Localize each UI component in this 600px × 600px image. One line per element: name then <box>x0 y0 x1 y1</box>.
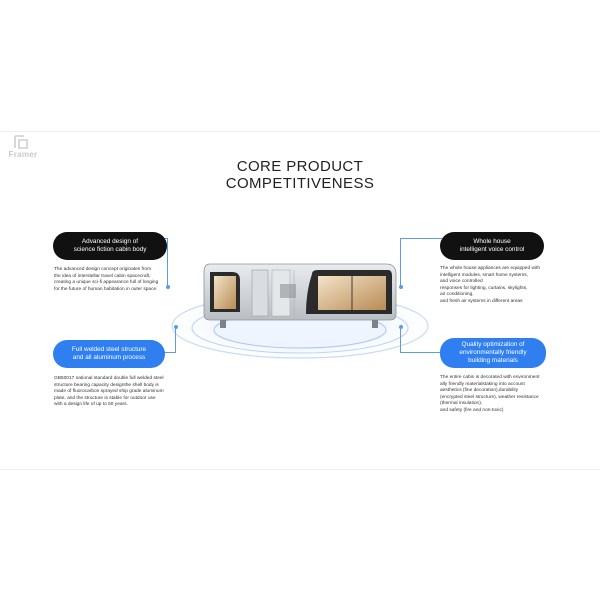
feature-pill-label: intelligent voice control <box>459 246 525 253</box>
brand-name: Framer <box>8 150 38 159</box>
title-line-2: COMPETITIVENESS <box>225 175 375 192</box>
cabin-vent <box>280 284 296 298</box>
feature-pill-label: Advanced design of <box>81 238 139 245</box>
connector-bottom-left-dot <box>174 325 178 329</box>
connector-top-right-dot <box>399 285 403 289</box>
cabin-door <box>251 269 269 317</box>
feature-pill-welded-structure: Full welded steel structure and all alum… <box>53 340 165 368</box>
page-title: CORE PRODUCT COMPETITIVENESS <box>150 158 450 192</box>
feature-pill-label: Quality optimization of <box>461 341 525 348</box>
cabin-leg-right <box>372 320 378 328</box>
connector-bottom-right-dot <box>399 325 403 329</box>
feature-pill-label: environmentally friendly <box>459 349 527 356</box>
feature-desc-voice-control: The whole house appliances are equipped … <box>440 266 541 304</box>
feature-desc-welded-structure: GB50017 national standard double full we… <box>54 376 164 407</box>
connector-top-right-v <box>400 238 401 286</box>
feature-desc-scifi-design: The advanced design concept originates f… <box>54 267 159 292</box>
cabin-illustration <box>160 263 440 364</box>
feature-pill-eco-materials: Quality optimization of environmentally … <box>440 338 546 368</box>
feature-pill-voice-control: Whole house intelligent voice control <box>440 232 544 260</box>
feature-pill-label: Full welded steel structure <box>71 346 147 353</box>
connector-top-left-dot <box>166 285 170 289</box>
connector-bottom-left-v <box>175 327 176 353</box>
connector-bottom-right-h <box>400 352 442 353</box>
connector-bottom-right-v <box>400 327 401 353</box>
product-slide: Framer CORE PRODUCT COMPETITIVENESS <box>0 131 600 470</box>
feature-desc-eco-materials: The entire cabin is decorated with envir… <box>440 375 540 413</box>
feature-pill-label: building materials <box>468 357 518 364</box>
feature-pill-scifi-design: Advanced design of science fiction cabin… <box>53 232 167 260</box>
title-line-1: CORE PRODUCT <box>236 158 364 175</box>
cabin-leg-left <box>220 320 226 328</box>
connector-top-right-h <box>400 238 442 239</box>
cabin-window-left-glass <box>214 276 236 309</box>
framer-logo-icon <box>14 135 28 149</box>
brand-logo: Framer <box>3 135 43 163</box>
connector-top-left-v <box>167 238 168 286</box>
feature-pill-label: science fiction cabin body <box>73 246 147 253</box>
feature-pill-label: and all aluminum process <box>72 354 146 361</box>
feature-pill-label: Whole house <box>473 238 511 245</box>
